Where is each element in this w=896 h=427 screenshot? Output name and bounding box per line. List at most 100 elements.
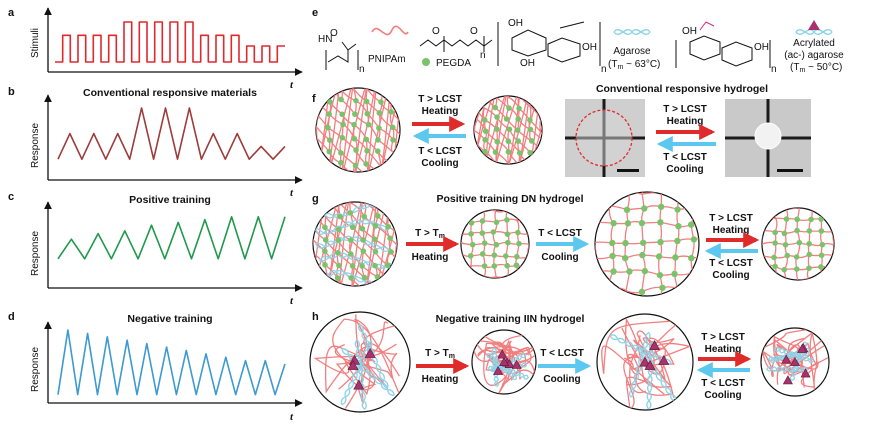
polymer-strand xyxy=(461,210,464,222)
crosslink-node xyxy=(491,263,498,269)
crosslink-node xyxy=(610,268,617,275)
network-circle-g3 xyxy=(578,191,700,308)
crosslink-node xyxy=(794,266,800,272)
polymer-strand xyxy=(762,279,764,280)
network-circle-f1 xyxy=(301,74,401,177)
crosslink-node xyxy=(376,125,382,131)
polymer-strand xyxy=(808,277,824,280)
panel-d-series xyxy=(57,329,286,396)
polymer-strand xyxy=(353,74,355,88)
panel-g: g Positive training DN hydrogel T > Tm H… xyxy=(299,191,846,308)
polymer-strand xyxy=(529,96,532,97)
crosslink-node xyxy=(493,126,500,132)
crosslink-node xyxy=(481,240,488,246)
polymer-strand xyxy=(474,140,475,155)
polymer-strand xyxy=(833,255,834,258)
polymer-strand xyxy=(823,208,834,211)
polymer-strand xyxy=(529,276,539,279)
crosslink-node xyxy=(782,241,789,248)
polymer-strand xyxy=(797,195,798,206)
panel-a: a Stimuli t xyxy=(8,7,303,91)
polymer-strand xyxy=(339,202,351,203)
crosslink-node xyxy=(659,284,666,291)
polymer-strand xyxy=(693,192,699,194)
crosslink-node xyxy=(492,149,499,155)
polymer-strand xyxy=(808,208,812,209)
crosslink-node xyxy=(808,216,814,223)
polymer-strand xyxy=(461,210,463,213)
crosslink-node xyxy=(372,262,378,269)
crosslink-node xyxy=(352,162,359,169)
polymer-strand xyxy=(367,88,382,90)
polymer-strand xyxy=(518,96,531,164)
polymer-strand xyxy=(835,209,846,210)
h-step1-prefix: T > T xyxy=(425,348,449,359)
panel-d: d Negative training Response t xyxy=(8,311,303,423)
polymer-strand xyxy=(762,279,764,280)
crosslink-node xyxy=(326,111,332,117)
crosslink-node xyxy=(326,99,333,105)
acrylate-marker-icon xyxy=(649,340,661,350)
h-step1-line1: T > Tm xyxy=(425,348,455,360)
crosslink-node xyxy=(326,148,333,155)
polymer-strand xyxy=(822,195,834,197)
network-circle-f2 xyxy=(473,95,543,165)
crosslink-node xyxy=(527,117,533,123)
polymer-strand xyxy=(762,208,765,222)
crosslink-node xyxy=(527,126,534,133)
polymer-strand xyxy=(474,96,476,108)
f-photo-heat-1: T > LCST xyxy=(663,104,707,115)
polymer-strand xyxy=(484,96,509,164)
polymer-strand xyxy=(301,164,303,177)
polymer-strand xyxy=(461,254,463,266)
polymer-strand xyxy=(675,304,691,306)
polymer-strand xyxy=(463,208,472,209)
polymer-strand xyxy=(504,276,509,278)
polymer-strand xyxy=(595,192,598,194)
crosslink-node xyxy=(609,252,616,260)
polymer-strand xyxy=(748,195,762,196)
polymer-strand xyxy=(316,126,318,139)
polymer-strand xyxy=(459,278,460,288)
crosslink-node xyxy=(638,288,646,296)
polymer-strand xyxy=(821,208,824,209)
polymer-strand xyxy=(750,242,761,244)
crosslink-node xyxy=(325,124,331,131)
polymer-strand xyxy=(363,202,376,203)
crosslink-node xyxy=(467,253,474,259)
polymer-strand xyxy=(451,231,459,234)
series-line-d xyxy=(57,329,286,396)
agarose-helix xyxy=(319,254,394,270)
crosslink-node xyxy=(640,239,647,246)
polymer-strand xyxy=(367,88,379,172)
polymer-strand xyxy=(299,280,312,292)
crosslink-node xyxy=(794,227,800,234)
polymer-strand xyxy=(474,96,476,164)
crosslink-node xyxy=(385,223,392,230)
h-step3-heat-1: T > LCST xyxy=(701,332,745,343)
polymer-strand xyxy=(304,126,306,141)
acrylate-marker-icon xyxy=(353,379,365,390)
polymer-strand xyxy=(642,307,659,308)
acrylate-marker-icon xyxy=(800,368,811,378)
agarose-tm: (Tm ~ 63°C) xyxy=(608,59,660,71)
crosslink-node xyxy=(378,99,384,105)
polymer-strand xyxy=(328,76,330,88)
crosslink-node xyxy=(502,253,509,259)
polymer-strand xyxy=(316,88,331,103)
h-step3-cool-1: T < LCST xyxy=(701,378,745,389)
polymer-strand xyxy=(299,238,311,253)
polymer-strand xyxy=(595,286,610,290)
polymer-strand xyxy=(659,306,675,308)
crosslink-node xyxy=(674,206,681,213)
polymer-strand xyxy=(450,277,451,290)
polymer-strand xyxy=(334,322,405,380)
acag-tm-val: ~ 50°C) xyxy=(805,62,842,73)
crosslink-node xyxy=(806,251,813,258)
crosslink-node xyxy=(687,221,695,228)
panel-d-ylabel: Response xyxy=(30,347,41,392)
polymer-strand xyxy=(773,194,775,206)
polymer-strand xyxy=(520,96,532,98)
polymer-strand xyxy=(578,206,580,226)
polymer-strand xyxy=(692,287,699,290)
